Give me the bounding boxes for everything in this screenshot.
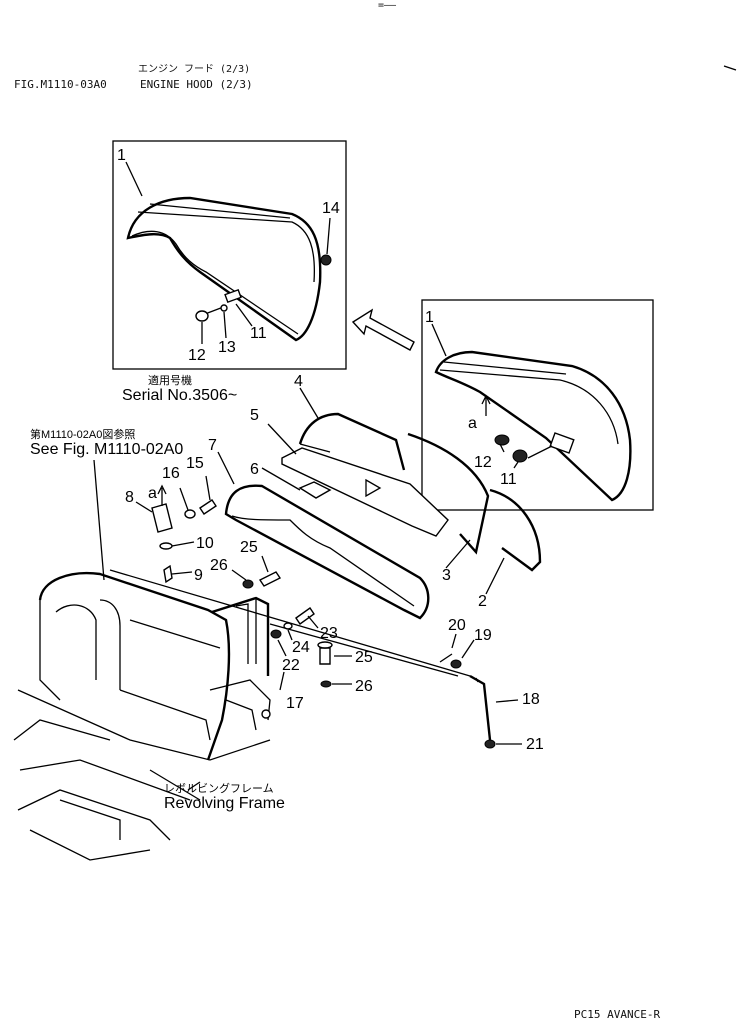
washer-24-icon xyxy=(283,622,293,630)
callout-18: 18 xyxy=(522,691,540,708)
callout-1-right: 1 xyxy=(425,309,434,326)
direction-arrow xyxy=(351,308,415,351)
callout-1-top: 1 xyxy=(117,147,126,164)
callout-a-right: a xyxy=(468,415,477,432)
part-20-pin-icon xyxy=(439,653,453,663)
callout-24: 24 xyxy=(292,639,310,656)
callout-20: 20 xyxy=(448,617,466,634)
callout-22: 22 xyxy=(282,657,300,674)
revolving-frame xyxy=(13,571,271,861)
part-8-bracket xyxy=(151,503,173,533)
serial-label: Serial No.3506~ xyxy=(122,387,237,404)
footer-code: PC15 AVANCE-R xyxy=(574,1008,660,1019)
callout-26-lower: 26 xyxy=(355,678,373,695)
part-6-pad xyxy=(298,481,332,499)
callout-4: 4 xyxy=(294,373,303,390)
nut-14-icon xyxy=(320,254,332,266)
inset-top-frame xyxy=(112,140,347,370)
part-5-plate xyxy=(281,447,449,537)
part-18-rod xyxy=(469,674,492,741)
callout-a-main: a xyxy=(148,485,157,502)
callout-13: 13 xyxy=(218,339,236,356)
washer-10-icon xyxy=(159,542,173,550)
bolt-25-icon xyxy=(258,571,282,587)
callout-6: 6 xyxy=(250,461,259,478)
callout-11-top: 11 xyxy=(250,325,267,342)
callout-11-right: 11 xyxy=(500,471,517,488)
callout-9: 9 xyxy=(194,567,203,584)
bolt-25-lower-icon xyxy=(319,647,331,665)
fig-code: FIG.M1110-03A0 xyxy=(14,78,107,91)
callout-25-upper: 25 xyxy=(240,539,258,556)
serial-jp: 適用号機 xyxy=(148,373,192,387)
part-19-icon xyxy=(450,659,462,669)
callout-2: 2 xyxy=(478,593,487,610)
reference-leader xyxy=(93,459,105,581)
washer-26-icon xyxy=(242,579,254,589)
inset-right-hood xyxy=(434,350,632,502)
callout-10: 10 xyxy=(196,535,214,552)
callout-25-lower: 25 xyxy=(355,649,373,666)
bolt-9-icon xyxy=(163,564,173,584)
callout-17: 17 xyxy=(286,695,304,712)
callout-26-upper: 26 xyxy=(210,557,228,574)
frame-label-en: Revolving Frame xyxy=(164,795,285,812)
inset-top: 1 14 11 12 13 xyxy=(112,140,347,370)
nut-21-icon xyxy=(484,739,496,749)
part-7-seal xyxy=(224,484,430,620)
inset-right: 1 a 12 11 xyxy=(421,299,654,511)
bolt-23-icon xyxy=(295,607,315,625)
reference-en: See Fig. M1110-02A0 xyxy=(30,441,183,458)
part-17-stay xyxy=(211,596,270,676)
inset-right-frame xyxy=(421,299,654,511)
callout-19: 19 xyxy=(474,627,492,644)
part-4-panel xyxy=(298,412,406,471)
top-mark: =—– xyxy=(378,0,397,11)
callout-16: 16 xyxy=(162,465,180,482)
callout-21: 21 xyxy=(526,736,544,753)
bolt-15-icon xyxy=(199,499,217,515)
washer-26-lower-icon xyxy=(320,680,332,688)
title-en: ENGINE HOOD (2/3) xyxy=(140,78,253,91)
callout-8: 8 xyxy=(125,489,134,506)
callout-15: 15 xyxy=(186,455,204,472)
callout-23: 23 xyxy=(320,625,338,642)
title-jp: エンジン フード (2/3) xyxy=(138,64,250,75)
callout-12-top: 12 xyxy=(188,347,206,364)
reference-jp: 第M1110-02A0図参照 xyxy=(30,427,135,441)
callout-5: 5 xyxy=(250,407,259,424)
frame-label-jp: レボルビングフレーム xyxy=(164,781,274,795)
part-2-panel xyxy=(489,488,542,572)
part-3-panel xyxy=(407,432,490,555)
callout-12-right: 12 xyxy=(474,454,492,471)
callout-3: 3 xyxy=(442,567,451,584)
nut-22-icon xyxy=(270,629,282,639)
washer-16-icon xyxy=(184,509,196,519)
callout-7: 7 xyxy=(208,437,217,454)
callout-14: 14 xyxy=(322,200,340,217)
